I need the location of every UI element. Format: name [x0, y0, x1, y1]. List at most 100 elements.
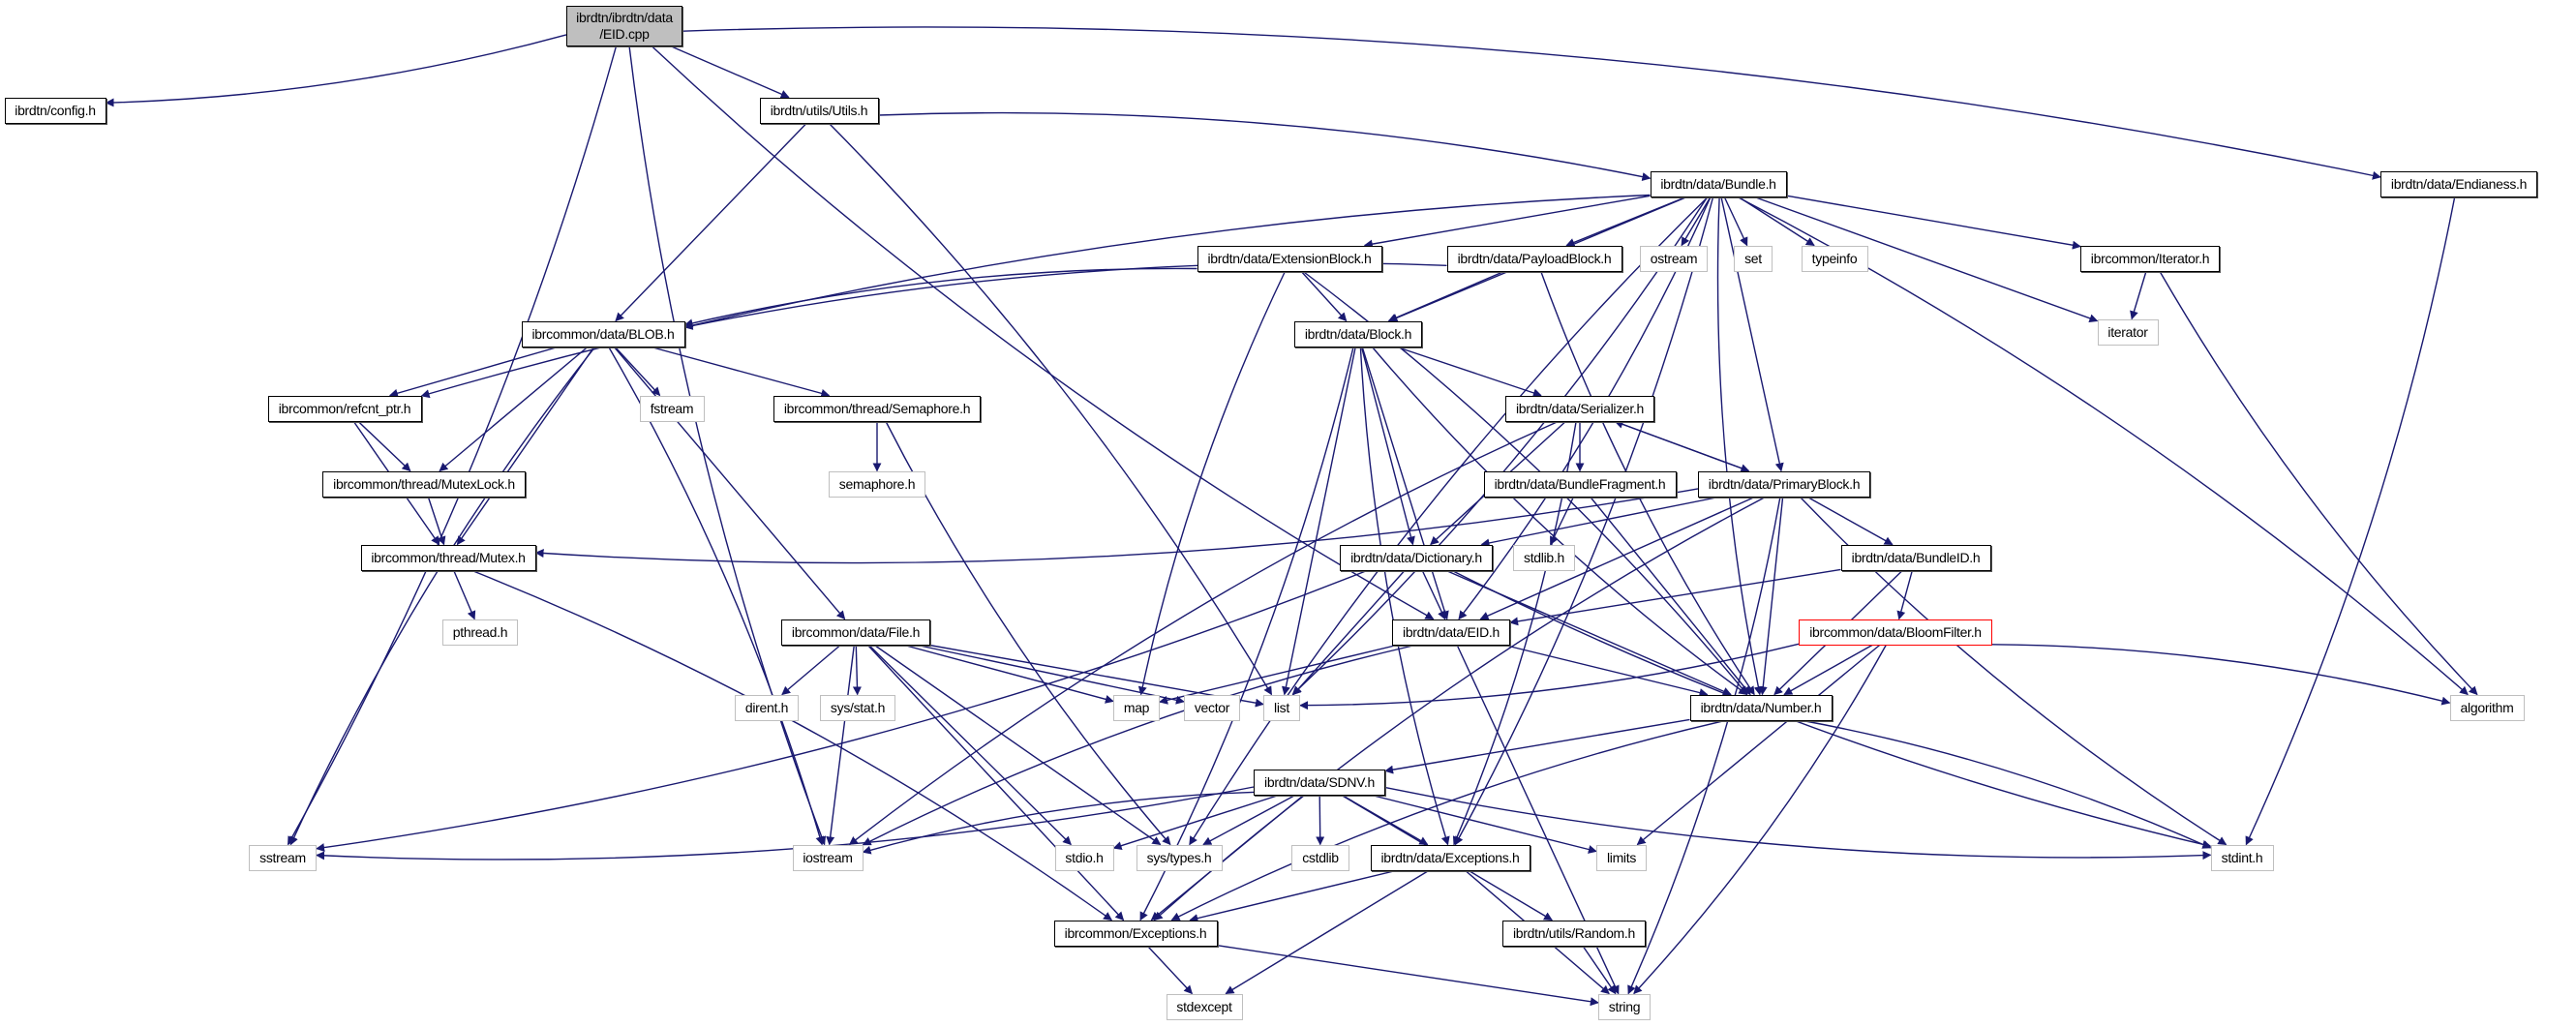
edge-iteratorh-to-algorithm	[2159, 271, 2478, 696]
edge-bundle-to-dexceptions	[1454, 196, 1714, 846]
edge-blob-to-mutexlock	[439, 346, 589, 472]
edge-bundle-to-refcnt	[420, 194, 1651, 399]
edge-payload-to-block	[1387, 270, 1504, 322]
edge-bundle-to-number	[1716, 196, 1763, 696]
node-refcnt-ptr-h[interactable]: ibrcommon/refcnt_ptr.h	[267, 395, 422, 422]
edge-primary-to-serializer	[1614, 420, 1749, 472]
node-serializer-h[interactable]: ibrdtn/data/Serializer.h	[1505, 395, 1654, 422]
node-iterator-h[interactable]: ibrcommon/Iterator.h	[2080, 245, 2220, 272]
edge-sdnv-to-limits	[1371, 794, 1597, 854]
edge-bundle-to-primary	[1720, 196, 1784, 472]
node-sys-stat-h: sys/stat.h	[820, 694, 895, 721]
node-semaphore-class-h[interactable]: ibrcommon/thread/Semaphore.h	[773, 395, 981, 422]
edge-file-to-stdio	[868, 645, 1072, 846]
edge-payload-to-blob	[683, 262, 1447, 330]
node-extensionblock-h[interactable]: ibrdtn/data/ExtensionBlock.h	[1197, 245, 1382, 272]
edge-dictionary-to-stdint	[1451, 569, 2212, 849]
edge-block-to-eidh	[1361, 347, 1449, 620]
node-blob-h[interactable]: ibrcommon/data/BLOB.h	[521, 320, 685, 347]
node-eid-cpp[interactable]: ibrdtn/ibrdtn/data/EID.cpp	[566, 6, 682, 46]
edge-refcnt-to-mutexlock	[357, 420, 411, 472]
node-bundleid-h[interactable]: ibrdtn/data/BundleID.h	[1840, 544, 1991, 571]
edge-sdnv-to-iostream	[862, 791, 1255, 855]
edge-blob-to-mutex	[456, 347, 595, 546]
edge-bundle-to-extblock	[1363, 195, 1651, 249]
node-config-h[interactable]: ibrdtn/config.h	[4, 97, 106, 124]
node-sdnv-h[interactable]: ibrdtn/data/SDNV.h	[1254, 769, 1385, 796]
edge-extblock-to-blob	[683, 267, 1197, 328]
node-data-exceptions-h[interactable]: ibrdtn/data/Exceptions.h	[1370, 844, 1530, 871]
edge-blob-to-fstream	[614, 347, 661, 397]
edge-file-to-vector	[917, 644, 1185, 705]
node-bloomfilter-h[interactable]: ibrcommon/data/BloomFilter.h	[1799, 619, 1992, 646]
node-fstream: fstream	[639, 395, 705, 422]
edge-utils-to-blob	[615, 123, 807, 322]
edge-file-to-sysstat	[852, 645, 862, 696]
edge-primary-to-bundleid	[1806, 496, 1894, 546]
node-stdint-h: stdint.h	[2210, 844, 2274, 871]
edge-eidcpp-to-utils	[671, 45, 790, 99]
edge-bundle-to-set	[1723, 196, 1748, 247]
node-stdexcept: stdexcept	[1166, 993, 1243, 1020]
edge-eidcpp-to-config	[105, 34, 567, 107]
edge-eidh-to-number	[1504, 644, 1709, 697]
node-utils-h[interactable]: ibrdtn/utils/Utils.h	[759, 97, 879, 124]
edge-mutex-to-pthread	[453, 570, 476, 620]
node-endianess-h[interactable]: ibrdtn/data/Endianess.h	[2380, 170, 2537, 197]
edge-bundleid-to-eidh	[1509, 568, 1841, 626]
edge-bfragment-to-stdlib	[1549, 497, 1575, 546]
node-limits: limits	[1596, 844, 1647, 871]
edge-extblock-to-map	[1137, 271, 1287, 696]
node-bundle-h[interactable]: ibrdtn/data/Bundle.h	[1650, 170, 1787, 197]
node-dictionary-h[interactable]: ibrdtn/data/Dictionary.h	[1340, 544, 1493, 571]
edge-primary-to-eidh	[1479, 496, 1755, 620]
edge-number-to-cexceptions	[1170, 719, 1725, 921]
edge-blob-to-sstream	[289, 347, 596, 846]
edge-extblock-to-block	[1300, 271, 1348, 322]
node-iostream: iostream	[792, 844, 864, 871]
node-eid-h[interactable]: ibrdtn/data/EID.h	[1392, 619, 1510, 646]
edge-primary-to-dictionary	[1480, 496, 1719, 548]
edge-dictionary-to-list	[1292, 570, 1406, 696]
edge-sdnv-to-systypes	[1202, 794, 1296, 846]
node-list: list	[1263, 694, 1300, 721]
edge-dexceptions-to-cexceptions	[1189, 869, 1396, 922]
node-ibrcommon-exceptions-h[interactable]: ibrcommon/Exceptions.h	[1053, 920, 1218, 947]
edge-eidh-to-map	[1159, 644, 1397, 705]
node-bundlefragment-h[interactable]: ibrdtn/data/BundleFragment.h	[1483, 470, 1677, 498]
node-sstream: sstream	[249, 844, 317, 871]
edge-bloom-to-string	[1633, 645, 1887, 995]
edge-endianess-to-stdint	[2245, 196, 2456, 846]
edge-blob-to-iostream	[608, 347, 825, 846]
edge-block-to-dictionary	[1360, 347, 1415, 546]
node-primaryblock-h[interactable]: ibrdtn/data/PrimaryBlock.h	[1698, 470, 1870, 498]
edge-sdnv-to-stdint	[1384, 786, 2212, 861]
edge-sdnv-to-sstream	[316, 786, 1255, 861]
edge-mutexlock-to-mutex	[427, 497, 446, 546]
edge-utils-to-bundle	[878, 111, 1652, 181]
edge-dictionary-to-eidh	[1421, 570, 1446, 620]
edge-blob-to-file	[613, 347, 846, 620]
node-label-line2: /EID.cpp	[599, 26, 650, 42]
node-iterator: iterator	[2097, 318, 2159, 346]
node-stdlib-h: stdlib.h	[1513, 544, 1575, 571]
edge-blob-to-refcnt	[388, 346, 559, 398]
node-payloadblock-h[interactable]: ibrdtn/data/PayloadBlock.h	[1446, 245, 1622, 272]
edge-sdnv-to-cstdlib	[1316, 795, 1325, 846]
node-block-h[interactable]: ibrdtn/data/Block.h	[1294, 320, 1422, 347]
node-ostream: ostream	[1640, 245, 1708, 272]
edge-iteratorh-to-iterator	[2130, 271, 2147, 320]
node-file-h[interactable]: ibrcommon/data/File.h	[781, 619, 930, 646]
node-mutex-h[interactable]: ibrcommon/thread/Mutex.h	[360, 544, 536, 571]
node-random-h[interactable]: ibrdtn/utils/Random.h	[1502, 920, 1646, 947]
edge-bundle-to-iterator	[1754, 196, 2099, 323]
edge-file-to-iostream	[826, 645, 855, 846]
edge-primary-to-string	[1627, 497, 1781, 995]
edge-bundleid-to-bloom	[1896, 570, 1913, 620]
edge-file-to-map	[904, 644, 1114, 704]
node-map: map	[1113, 694, 1160, 721]
node-number-h[interactable]: ibrdtn/data/Number.h	[1689, 694, 1833, 721]
node-mutexlock-h[interactable]: ibrcommon/thread/MutexLock.h	[322, 470, 526, 498]
node-algorithm: algorithm	[2449, 694, 2525, 721]
